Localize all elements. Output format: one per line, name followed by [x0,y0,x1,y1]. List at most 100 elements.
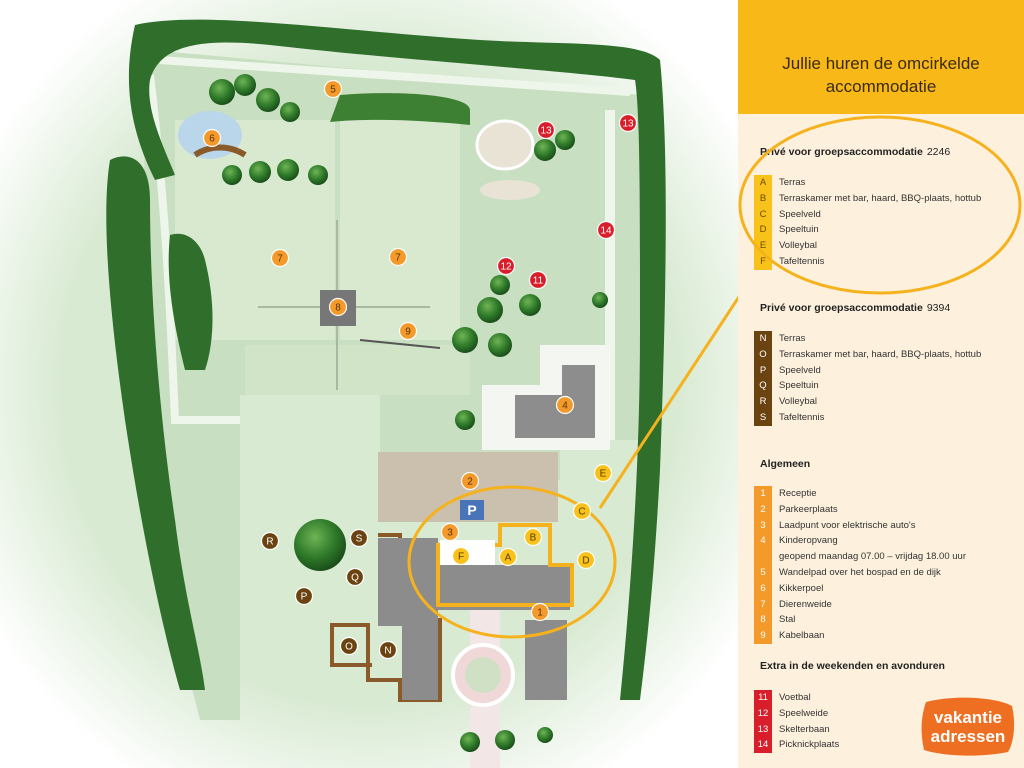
orange-marker-label: 8 [335,303,341,314]
legend-label: Stal [779,614,796,626]
panel-title-line1: Jullie huren de omcirkelde [782,54,980,73]
orange-marker [440,522,460,542]
orange-marker-label: 7 [277,254,283,265]
legend-key: 7 [754,596,772,613]
red-marker-label: 14 [600,226,612,237]
yellow-marker [451,546,471,566]
brown-marker [260,531,280,551]
legend-label: Speelveld [779,364,821,376]
legend-label: Dierenweide [779,598,832,610]
legend-row: 9 Kabelbaan [754,628,1016,644]
red-marker [596,220,616,240]
orange-marker [270,248,290,268]
legend-label: Terraskamer met bar, haard, BBQ-plaats, … [779,192,982,204]
cable-ride [359,339,441,349]
tree [452,327,478,353]
group1-number: 2246 [926,146,951,158]
yellow-marker-label: F [458,552,464,563]
brown-marker-label: N [384,646,391,657]
red-marker-label: 13 [540,126,552,137]
tree [477,297,503,323]
legend-key: N [754,331,772,347]
legend-label: Parkeerplaats [779,503,838,515]
forest-inner [330,93,470,125]
tree [455,410,475,430]
main-hall [400,565,570,610]
legend-row: S Tafeltennis [754,409,1016,426]
highlight-connector [598,295,738,509]
yellow-marker [498,547,518,567]
orange-marker [555,395,575,415]
legend-key: P [754,362,772,379]
legend-key: S [754,409,772,426]
legend-label: geopend maandag 07.00 – vrijdag 18.00 uu… [779,551,966,563]
legend-label: Tafeltennis [779,411,825,423]
brown-marker-label: P [301,592,308,603]
tree [256,88,280,112]
legend-key: 12 [754,705,772,722]
legend-key: 1 [754,486,772,502]
building-2246-outline [436,523,574,607]
legend-label: Speelveld [779,208,821,220]
orange-marker [398,321,418,341]
legend-row: 1 Receptie [754,486,1016,502]
legend-label: Kabelbaan [779,630,825,642]
legend-key: 2 [754,501,772,518]
red-marker [618,113,638,133]
orange-marker [202,128,222,148]
orange-marker-label: 3 [447,528,453,539]
orange-marker-label: 4 [562,401,568,412]
orange-marker [530,602,550,622]
orange-marker-label: 7 [395,253,401,264]
go-kart-track [475,119,535,171]
legend-label: Terras [779,333,806,344]
parking-sign [460,500,484,520]
brown-marker [294,586,314,606]
logo-line2: adressen [931,727,1006,746]
legend-row: 13 Skelterbaan [754,721,1016,738]
tree [519,294,541,316]
legend-key: Q [754,378,772,395]
legend-row: P Speelveld [754,362,1016,379]
orange-marker-label: 9 [405,327,411,338]
tree [490,275,510,295]
legend-row: geopend maandag 07.00 – vrijdag 18.00 uu… [754,549,1016,565]
yellow-marker-label: E [600,469,607,480]
legend-key: O [754,346,772,363]
general-title: Algemeen [760,458,811,470]
orange-marker [460,471,480,491]
brown-marker [339,636,359,656]
legend-key: 13 [754,721,772,738]
logo-line1: vakantie [934,708,1002,727]
red-marker-label: 13 [622,119,634,130]
legend-key: 3 [754,517,772,534]
yellow-marker-label: D [582,556,589,567]
red-marker [528,270,548,290]
legend-key: 9 [754,628,772,644]
parking-symbol: P [467,502,476,518]
legend-label: Receptie [779,488,817,499]
legend-key: A [754,175,772,191]
legend-label: Speelweide [779,707,829,719]
legend-key: 8 [754,612,772,629]
wing-southwest [402,620,438,700]
brown-marker-label: R [266,537,273,548]
legend-label: Skelterbaan [779,723,830,735]
red-marker [536,120,556,140]
legend-row: 3 Laadpunt voor elektrische auto's [754,517,1016,534]
forest-left [106,156,205,691]
legend-row: N Terras [754,331,1016,347]
legend-key: C [754,206,772,223]
yellow-marker-label: A [505,553,512,564]
legend-label: Laadpunt voor elektrische auto's [779,519,916,531]
